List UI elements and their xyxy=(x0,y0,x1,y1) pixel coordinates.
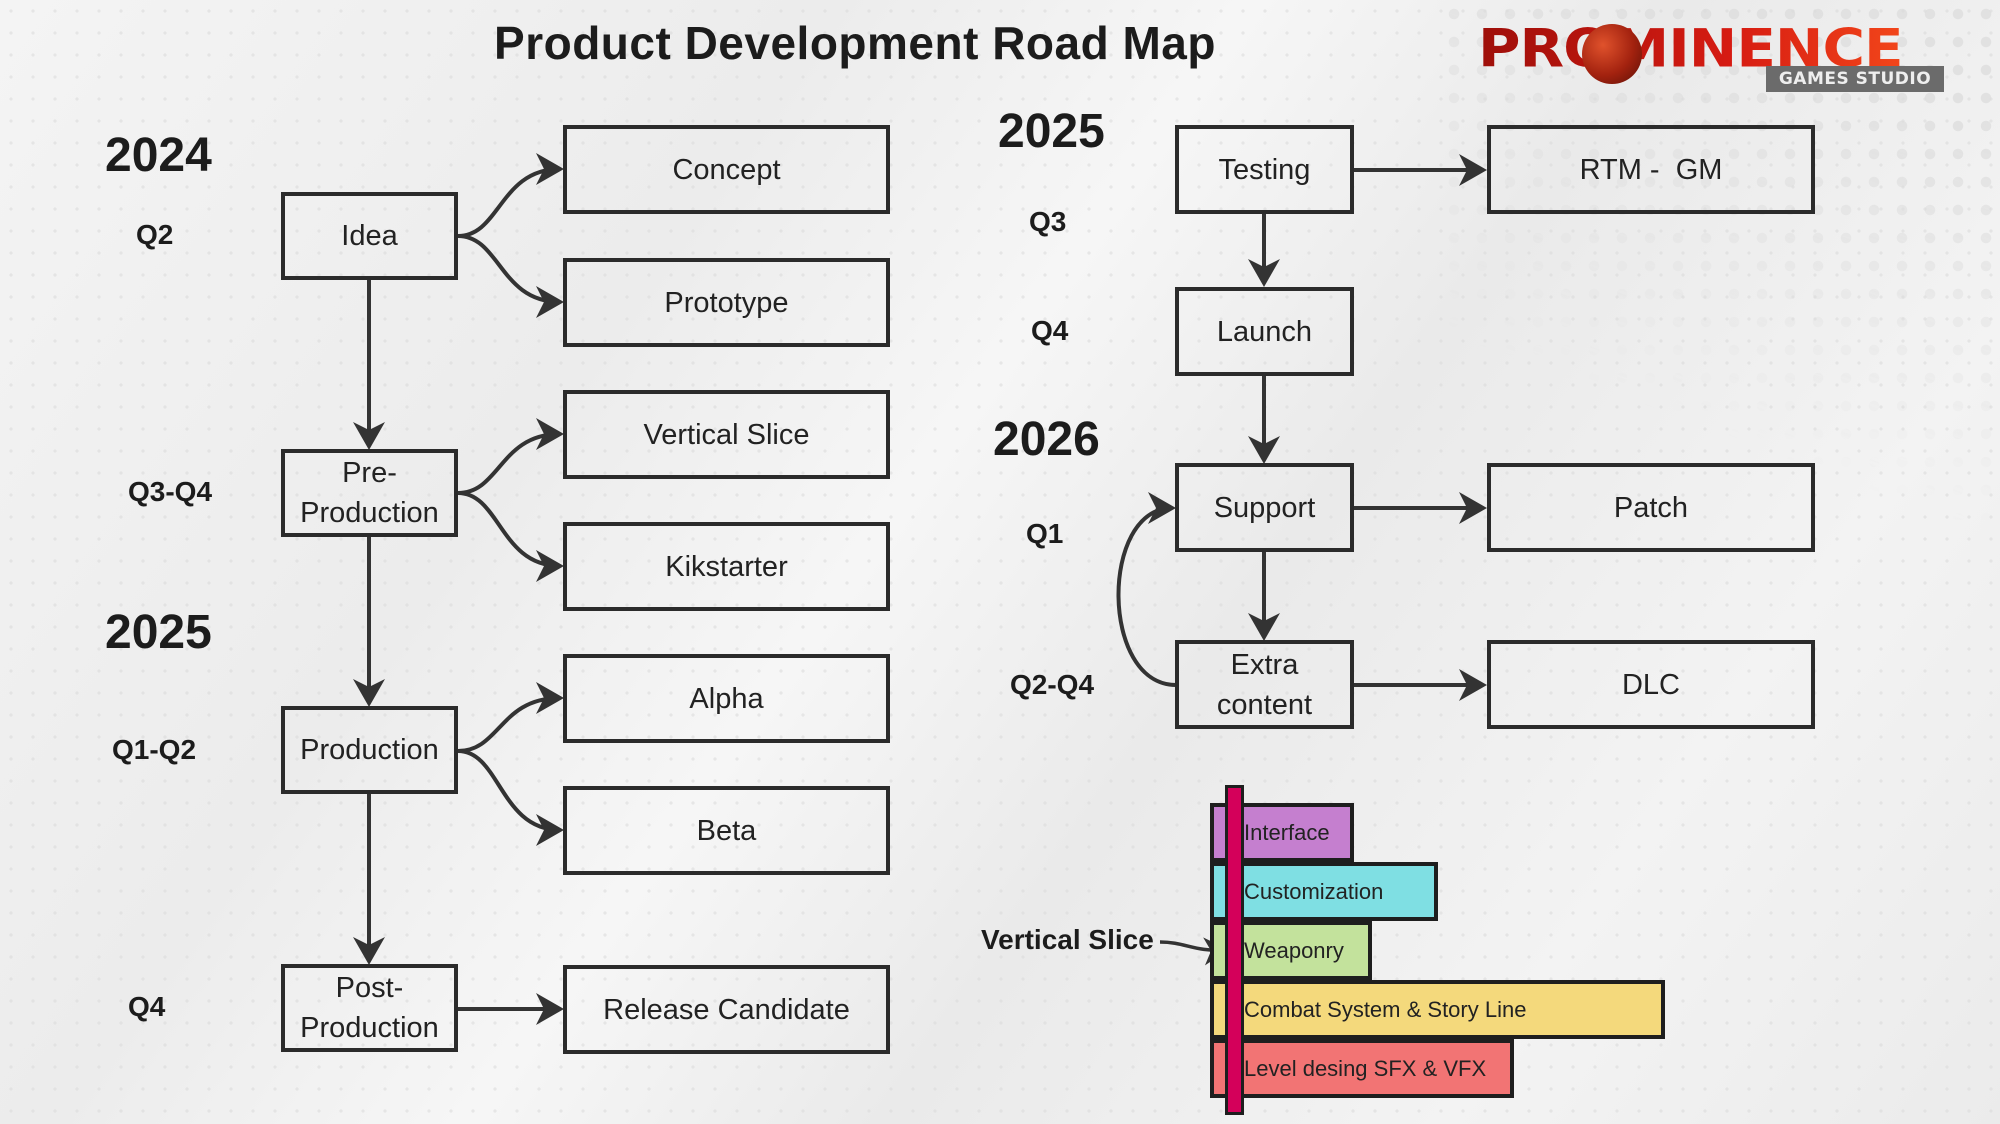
output-beta: Beta xyxy=(563,786,890,875)
quarter-label: Q4 xyxy=(128,991,166,1022)
vertical-slice-label: Vertical Slice xyxy=(981,924,1154,955)
output-prototype: Prototype xyxy=(563,258,890,347)
quarter-label: Q1-Q2 xyxy=(112,734,197,765)
year-label: 2025 xyxy=(105,606,212,659)
arrow-preproduction-to-kikstarter xyxy=(457,491,564,582)
phase-testing: Testing xyxy=(1175,125,1354,214)
phase-production: Production xyxy=(281,706,458,794)
arrow-idea-to-concept xyxy=(457,153,564,238)
output-concept: Concept xyxy=(563,125,890,214)
phase-support: Support xyxy=(1175,463,1354,552)
page-title: Product Development Road Map xyxy=(494,17,1216,69)
phase-idea: Idea xyxy=(281,192,458,280)
slice-bar-combat-story: Combat System & Story Line xyxy=(1210,980,1665,1039)
output-alpha: Alpha xyxy=(563,654,890,743)
arrow-production-to-beta xyxy=(457,749,564,846)
phase-launch: Launch xyxy=(1175,287,1354,376)
arrow-extra-loop-to-support xyxy=(1116,492,1177,687)
output-dlc: DLC xyxy=(1487,640,1815,729)
quarter-label: Q2-Q4 xyxy=(1010,669,1095,700)
year-label: 2026 xyxy=(993,413,1100,466)
output-kikstarter: Kikstarter xyxy=(563,522,890,611)
quarter-label: Q3 xyxy=(1029,206,1067,237)
logo-subtitle: GAMES STUDIO xyxy=(1766,66,1944,92)
slice-bar-level-design: Level desing SFX & VFX xyxy=(1210,1039,1514,1098)
arrow-preproduction-to-verticalslice xyxy=(457,418,564,495)
output-rtm-gm: RTM - GM xyxy=(1487,125,1815,214)
quarter-label: Q1 xyxy=(1026,518,1064,549)
quarter-label: Q3-Q4 xyxy=(128,476,213,507)
planet-icon xyxy=(1582,24,1642,84)
quarter-label: Q4 xyxy=(1031,315,1069,346)
quarter-label: Q2 xyxy=(136,219,174,250)
phase-pre-production: Pre- Production xyxy=(281,449,458,537)
output-release-candidate: Release Candidate xyxy=(563,965,890,1054)
year-label: 2024 xyxy=(105,129,212,182)
slice-bar-customization: Customization xyxy=(1210,862,1438,921)
phase-extra-content: Extra content xyxy=(1175,640,1354,729)
output-patch: Patch xyxy=(1487,463,1815,552)
output-vertical-slice: Vertical Slice xyxy=(563,390,890,479)
year-label: 2025 xyxy=(998,105,1105,158)
vertical-slice-marker xyxy=(1225,785,1244,1115)
arrow-idea-to-prototype xyxy=(457,234,564,318)
arrow-production-to-alpha xyxy=(457,682,564,753)
phase-post-production: Post- Production xyxy=(281,964,458,1052)
